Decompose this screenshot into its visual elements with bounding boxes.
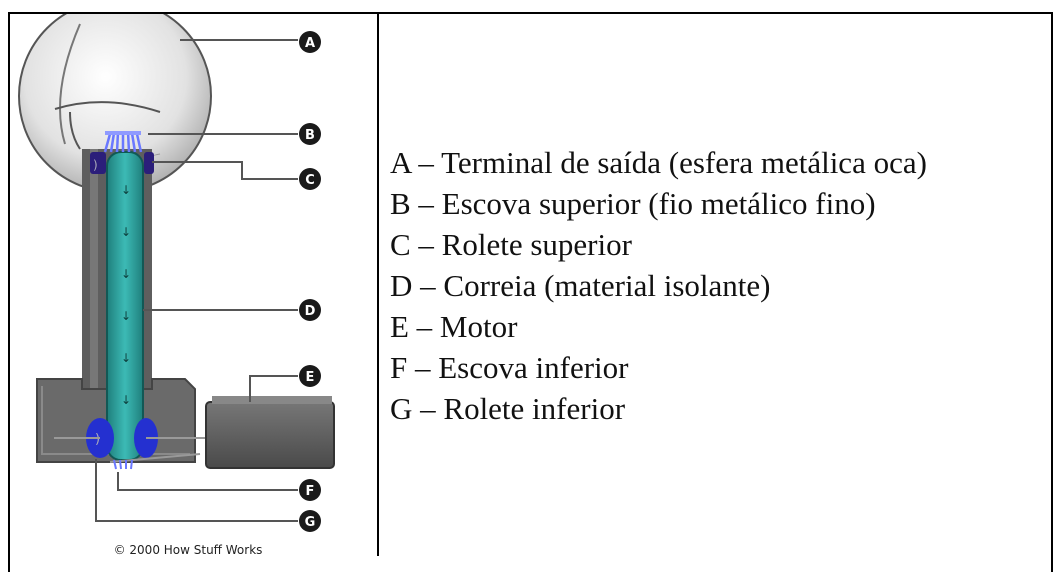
lower-roller: ) (54, 418, 206, 458)
svg-text:A: A (305, 36, 315, 51)
upper-roller: ) (90, 152, 154, 174)
svg-text:): ) (93, 158, 98, 172)
legend-item-d: D – Correia (material isolante) (390, 268, 771, 303)
badge-a: A (299, 31, 321, 53)
svg-text:F: F (306, 484, 315, 499)
leader-lines (95, 39, 298, 522)
svg-text:↓: ↓ (121, 183, 131, 197)
legend-item-a: A – Terminal de saída (esfera metálica o… (390, 145, 927, 180)
van-de-graaff-diagram: ↓ ↓ ↓ ↓ ↓ ↓ ) ) (18, 14, 335, 556)
svg-text:G: G (305, 515, 316, 530)
badge-d: D (299, 299, 321, 321)
svg-text:): ) (95, 432, 100, 447)
badge-f: F (299, 479, 321, 501)
badge-e: E (299, 365, 321, 387)
svg-text:↓: ↓ (121, 225, 131, 239)
badge-b: B (299, 123, 321, 145)
svg-text:↓: ↓ (121, 393, 131, 407)
legend-item-c: C – Rolete superior (390, 227, 632, 262)
svg-text:C: C (305, 173, 315, 188)
legend-item-b: B – Escova superior (fio metálico fino) (390, 186, 876, 221)
figure-frame (8, 12, 1053, 572)
belt: ↓ ↓ ↓ ↓ ↓ ↓ (106, 151, 144, 461)
legend-list: A – Terminal de saída (esfera metálica o… (390, 142, 927, 429)
lower-brush (109, 453, 201, 470)
column-divider (377, 12, 379, 556)
svg-text:↓: ↓ (121, 351, 131, 365)
copyright-credit: © 2000 How Stuff Works (114, 543, 263, 556)
legend-item-g: G – Rolete inferior (390, 391, 626, 426)
terminal-sphere (18, 14, 212, 193)
svg-text:B: B (305, 128, 315, 143)
upper-brush (103, 131, 143, 153)
motor (205, 396, 335, 469)
svg-text:E: E (306, 370, 315, 385)
svg-text:↓: ↓ (121, 309, 131, 323)
legend-item-f: F – Escova inferior (390, 350, 629, 385)
svg-text:↓: ↓ (121, 267, 131, 281)
badge-g: G (299, 510, 321, 532)
legend-item-e: E – Motor (390, 309, 518, 344)
badge-c: C (299, 168, 321, 190)
svg-text:D: D (305, 304, 316, 319)
